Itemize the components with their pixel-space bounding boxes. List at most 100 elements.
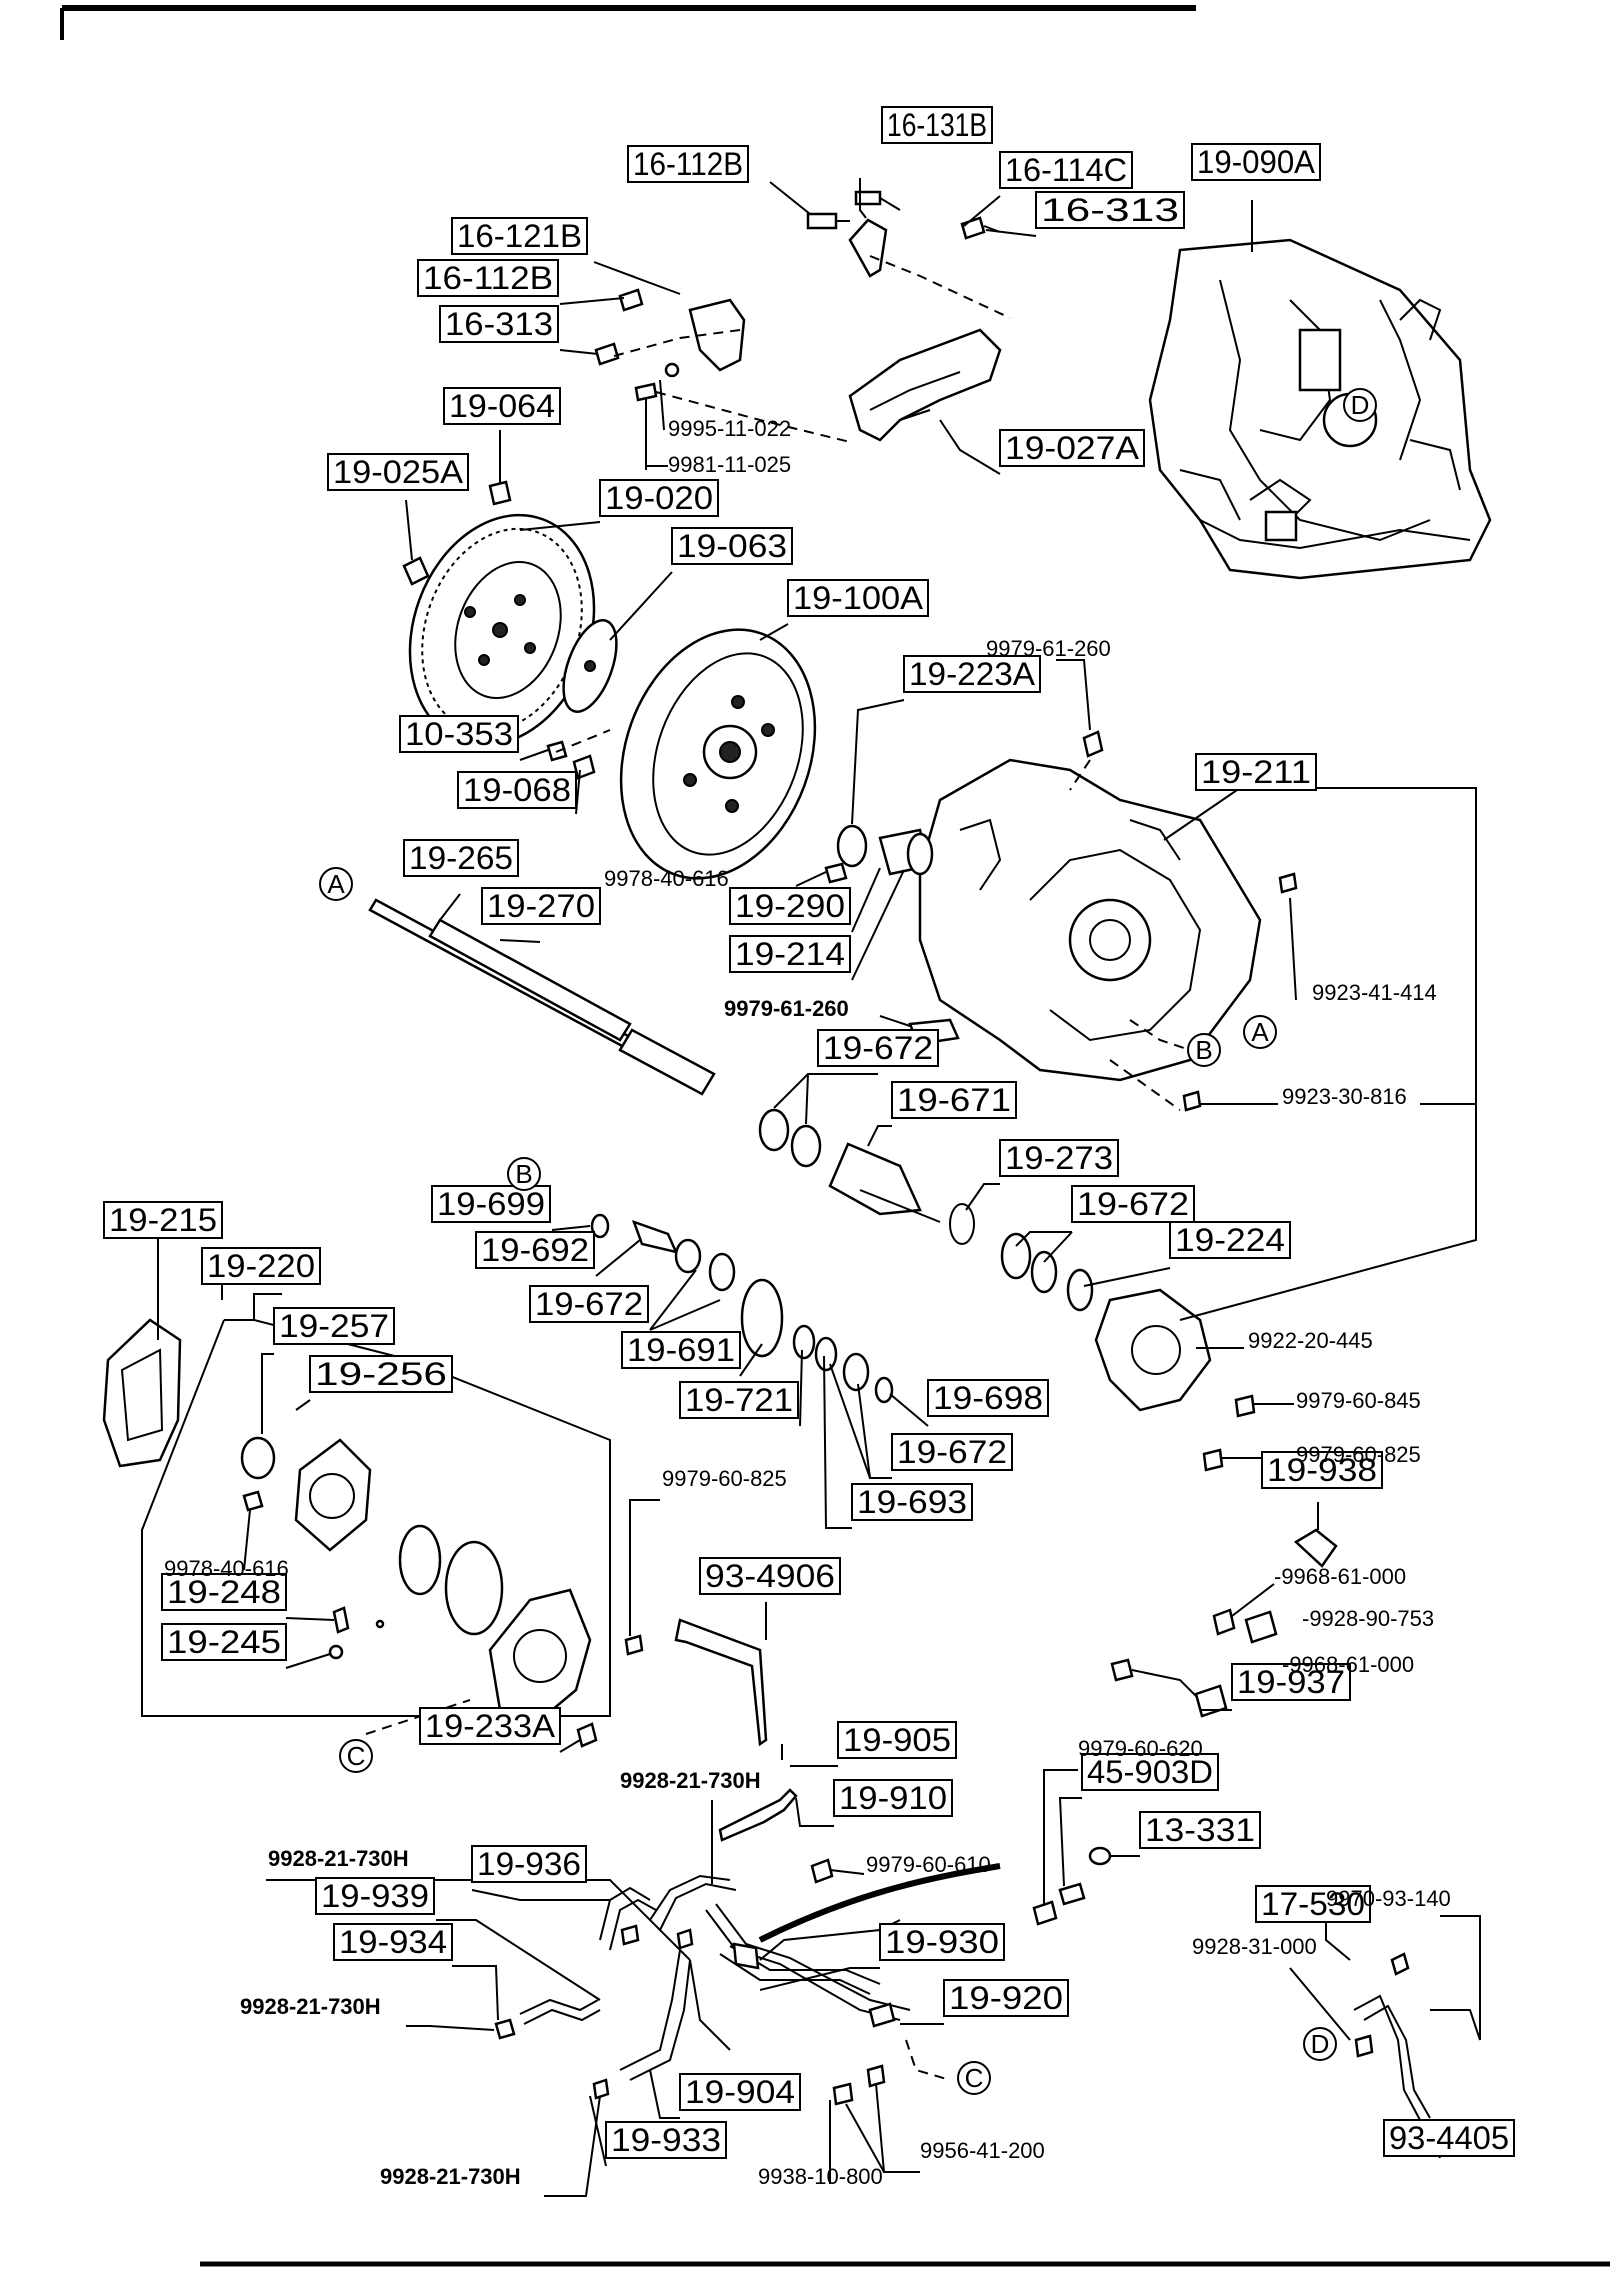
part-number-text: 16-112B	[423, 260, 553, 296]
gears-and-bearings-drawing	[590, 1108, 1256, 1472]
part-number-text: 19-905	[843, 1722, 951, 1758]
label-box	[471, 1845, 587, 1883]
part-number-text: 19-920	[949, 1980, 1063, 2016]
part-number-text: 19-936	[477, 1846, 581, 1882]
mount-brackets-drawing	[594, 190, 1011, 470]
label-box	[699, 1557, 841, 1595]
part-number-text: 19-224	[1175, 1222, 1285, 1258]
part-number-text: 19-245	[167, 1624, 281, 1660]
part-number-text: 19-273	[1005, 1140, 1113, 1176]
part-number-text: 19-933	[611, 2122, 721, 2158]
label-box	[1255, 1885, 1371, 1923]
part-number-text: 13-331	[1145, 1812, 1255, 1848]
reference-letter: C	[965, 2063, 984, 2093]
reference-circle: A	[319, 867, 353, 901]
label-box	[273, 1307, 395, 1345]
label-box	[679, 2073, 801, 2111]
boxed-part-label: 10-353	[399, 715, 519, 753]
boxed-part-label: 19-215	[103, 1201, 223, 1239]
boxed-part-label: 19-930	[879, 1923, 1005, 1961]
reference-letter: A	[1251, 1017, 1269, 1047]
part-number-text: 19-934	[339, 1924, 447, 1960]
reference-circle: D	[1303, 2027, 1337, 2061]
reference-circle-outline	[1187, 1033, 1221, 1067]
part-number-text: 19-930	[885, 1924, 999, 1960]
boxed-part-label: 16-114C	[999, 151, 1133, 189]
part-number-text: 16-313	[445, 306, 553, 342]
label-box	[1081, 1753, 1219, 1791]
boxed-part-label: 19-904	[679, 2073, 801, 2111]
plain-part-number-text: 9922-20-445	[1248, 1328, 1373, 1353]
part-number-text: 19-027A	[1005, 430, 1140, 466]
label-box	[943, 1979, 1069, 2017]
leader-lines	[221, 178, 1481, 2197]
boxed-part-label: 16-131B	[881, 106, 993, 144]
boxed-part-label: 16-313	[439, 305, 559, 343]
part-number-text: 19-721	[685, 1382, 793, 1418]
plain-part-number-text: 9928-21-730H	[240, 1994, 381, 2019]
hoses-and-pipes-drawing	[494, 1618, 1481, 2121]
reference-circle-outline	[1303, 2027, 1337, 2061]
part-number-text: 19-211	[1201, 754, 1311, 790]
boxed-part-label: 19-063	[671, 527, 793, 565]
boxed-part-label: 93-4405	[1383, 2119, 1515, 2157]
part-number-text: 19-671	[897, 1082, 1011, 1118]
boxed-part-label: 19-671	[891, 1081, 1017, 1119]
label-box	[439, 305, 559, 343]
part-number-text: 16-313	[1041, 192, 1179, 228]
label-box	[327, 453, 469, 491]
part-number-text: 19-672	[535, 1286, 643, 1322]
boxed-part-label: 19-068	[457, 771, 577, 809]
part-number-text: 19-691	[627, 1332, 735, 1368]
part-number-text: 19-290	[735, 888, 845, 924]
reference-letter: D	[1351, 390, 1370, 420]
label-box	[1195, 753, 1317, 791]
label-box	[417, 259, 559, 297]
part-number-text: 19-938	[1267, 1452, 1377, 1488]
label-box	[787, 579, 929, 617]
plain-part-number-text: 9979-61-260	[724, 996, 849, 1021]
plain-part-number-text: 9979-60-610	[866, 1852, 991, 1877]
boxed-part-label: 16-121B	[451, 217, 588, 255]
label-box	[1071, 1185, 1195, 1223]
plain-part-number-text: 9928-21-730H	[620, 1768, 761, 1793]
part-number-text: 19-220	[207, 1248, 315, 1284]
part-number-text: 19-068	[463, 772, 571, 808]
boxed-part-label: 19-020	[599, 479, 719, 517]
plain-part-number-text: 9979-61-260	[986, 636, 1111, 661]
boxed-part-label: 19-672	[529, 1285, 649, 1323]
reference-letter: B	[1195, 1035, 1212, 1065]
part-number-text: 19-248	[167, 1574, 281, 1610]
label-box	[403, 839, 519, 877]
label-box	[457, 771, 577, 809]
torque-converter-drawing	[546, 628, 817, 880]
label-box	[599, 479, 719, 517]
reference-circle: B	[1187, 1033, 1221, 1067]
label-box	[729, 935, 851, 973]
boxed-part-label: 19-938	[1261, 1451, 1383, 1489]
label-box	[881, 106, 993, 144]
part-number-text: 19-063	[677, 528, 787, 564]
label-box	[309, 1355, 453, 1393]
label-box	[837, 1721, 957, 1759]
boxed-part-label: 19-256	[309, 1355, 453, 1393]
reference-circle: C	[957, 2061, 991, 2095]
label-box	[1139, 1811, 1261, 1849]
reference-circle: A	[1243, 1015, 1277, 1049]
label-box	[679, 1381, 799, 1419]
plain-part-number-text: 9923-30-816	[1282, 1084, 1407, 1109]
label-box	[475, 1231, 595, 1269]
part-number-text: 19-937	[1237, 1664, 1345, 1700]
part-number-text: 19-692	[481, 1232, 589, 1268]
boxed-part-label: 16-112B	[417, 259, 559, 297]
plain-part-number-text: 9979-60-825	[1296, 1442, 1421, 1467]
label-box	[481, 887, 601, 925]
plain-part-number-text: 9928-21-730H	[268, 1846, 409, 1871]
reference-circle: B	[507, 1157, 541, 1191]
part-number-text: 19-064	[449, 388, 555, 424]
reference-circle: D	[1343, 388, 1377, 422]
plain-part-number-text: -9928-90-753	[1302, 1606, 1434, 1631]
